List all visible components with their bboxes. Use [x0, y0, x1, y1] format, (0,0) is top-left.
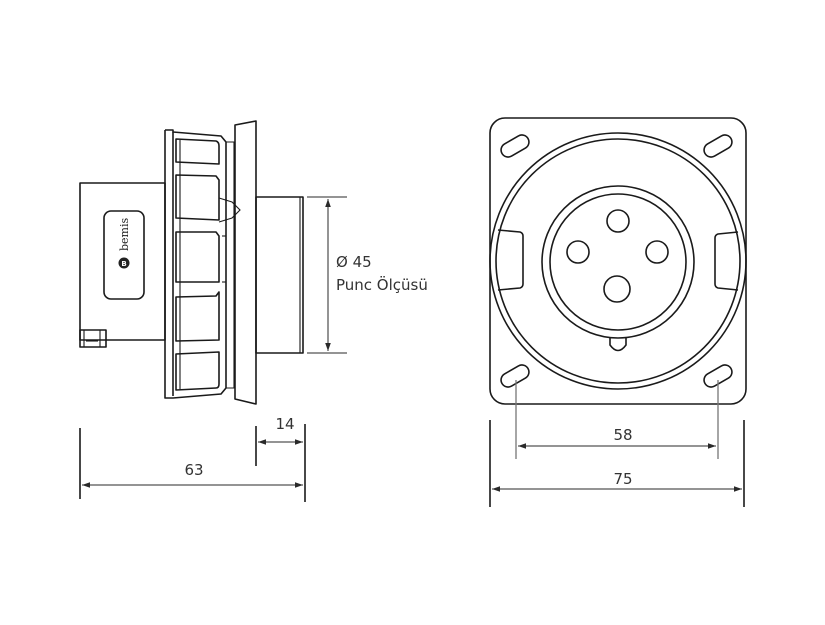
- key-notch: [609, 338, 627, 352]
- side-view: bemis B: [79, 120, 428, 502]
- pins: [566, 209, 669, 303]
- pin-left: [566, 240, 590, 264]
- mounting-plate: [489, 117, 747, 405]
- front-sleeve: [255, 196, 304, 354]
- diameter-label: Ø 45: [336, 253, 372, 271]
- mounting-holes: [500, 134, 733, 388]
- cutout-label: Punc Ölçüsü: [336, 275, 428, 294]
- pin-earth: [603, 275, 631, 303]
- latch: [218, 197, 241, 223]
- logo-text: bemis: [118, 218, 131, 252]
- dim-hole-spacing: 58: [613, 426, 632, 444]
- mounting-hole-top-left: [500, 134, 530, 158]
- outer-ring: [489, 132, 747, 390]
- socket-face: [541, 185, 695, 352]
- flange-plate: [234, 120, 257, 405]
- diameter-dimension: [307, 196, 347, 354]
- pin-right: [645, 240, 669, 264]
- cable-gland: [79, 329, 107, 348]
- width-dimensions: [489, 380, 745, 507]
- front-view: 58 75: [489, 117, 747, 507]
- depth-dimensions: [79, 424, 306, 502]
- mounting-hole-bottom-left: [500, 364, 530, 388]
- rib-cells: [175, 138, 220, 391]
- ribbed-body: [164, 129, 241, 399]
- logo-badge-letter: B: [121, 260, 126, 268]
- brand-logo: bemis B: [103, 210, 145, 300]
- mounting-hole-top-right: [703, 134, 733, 158]
- dim-total-depth: 63: [184, 461, 203, 479]
- dim-front-depth: 14: [275, 415, 294, 433]
- mounting-hole-bottom-right: [703, 364, 733, 388]
- logo-emblem-icon: [118, 257, 130, 269]
- pin-top: [606, 209, 630, 233]
- dim-plate-width: 75: [613, 470, 632, 488]
